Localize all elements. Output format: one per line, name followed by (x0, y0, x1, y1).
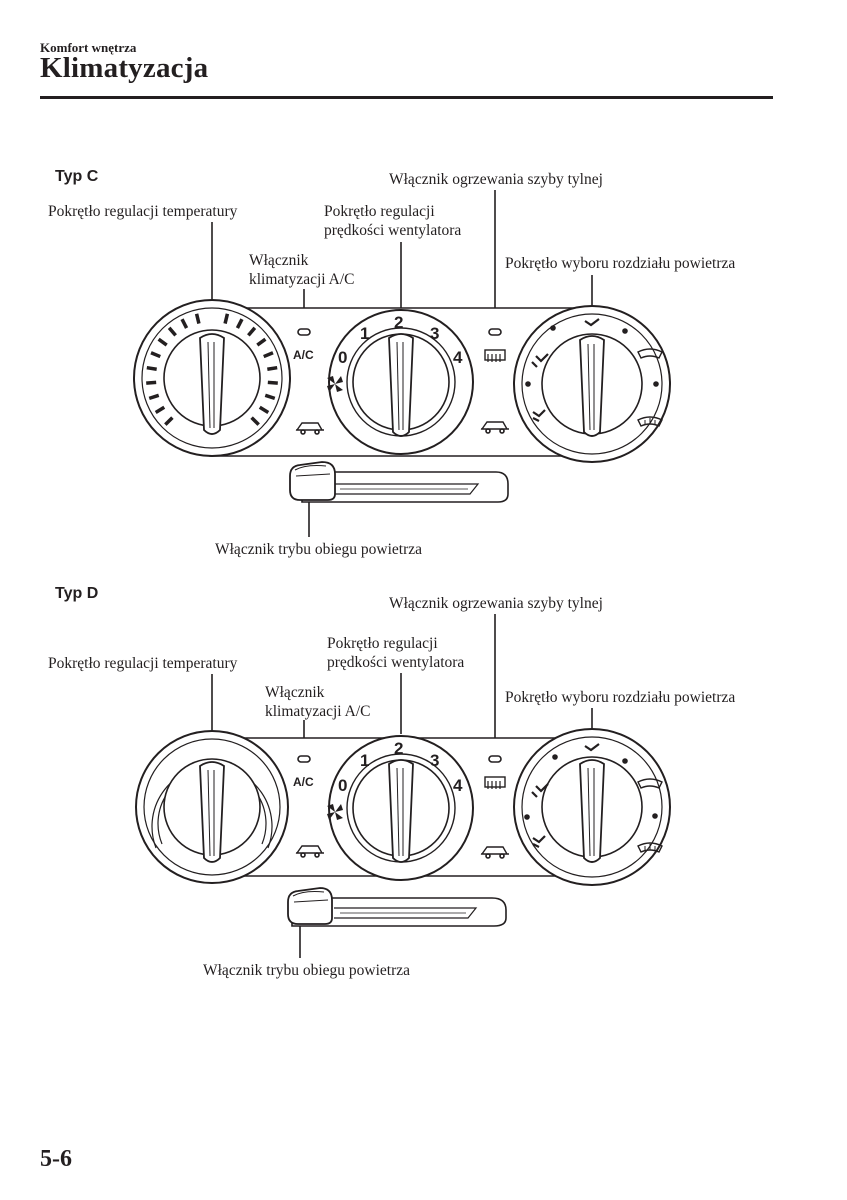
climate-panel-type-d: A/C 0 1 2 3 4 (135, 614, 671, 958)
temp-tick-mark (154, 405, 166, 414)
temp-tick-mark (247, 326, 257, 337)
temp-knob-callout: Pokrętło regulacji temperatury (48, 655, 238, 672)
fan-speed-3: 3 (430, 324, 439, 343)
temp-tick-mark (250, 416, 260, 426)
fan-speed-0: 0 (338, 348, 347, 367)
ac-switch-callout-line2: klimatyzacji A/C (265, 703, 371, 720)
fan-knob-callout-line2: prędkości wentylatora (324, 222, 462, 239)
temp-tick-mark (264, 393, 276, 401)
temp-tick-mark (258, 405, 270, 414)
fan-knob-callout-line1: Pokrętło regulacji (324, 203, 435, 220)
temp-tick-mark (223, 313, 230, 324)
title-rule (40, 96, 773, 99)
temp-tick-mark (167, 326, 177, 337)
ac-switch-callout-line1: Włącznik (265, 684, 325, 701)
temp-tick-mark (263, 351, 274, 359)
fan-speed-4: 4 (453, 348, 463, 367)
climate-panel-type-c: A/C 0 1 2 3 4 (133, 190, 671, 537)
ac-switch-callout-line2: klimatyzacji A/C (249, 271, 355, 288)
fan-knob-callout-line1: Pokrętło regulacji (327, 635, 438, 652)
fan-knob-callout-line2: prędkości wentylatora (327, 654, 465, 671)
page-title: Klimatyzacja (40, 52, 209, 84)
fan-speed-0: 0 (338, 776, 347, 795)
fan-knob-callout: Pokrętło regulacji prędkości wentylatora (327, 634, 464, 672)
fan-speed-2: 2 (394, 739, 403, 758)
temp-tick-mark (157, 337, 168, 347)
temp-tick-mark (180, 318, 189, 329)
fan-speed-1: 1 (360, 324, 369, 343)
temp-tick-mark (148, 393, 160, 401)
page-number: 5-6 (40, 1146, 72, 1172)
fan-speed-3: 3 (430, 751, 439, 770)
temp-tick-mark (235, 318, 244, 329)
type-c-label: Typ C (55, 168, 99, 185)
fan-speed-1: 1 (360, 751, 369, 770)
temp-knob-callout: Pokrętło regulacji temperatury (48, 203, 238, 220)
temp-tick-mark (256, 337, 267, 347)
temp-tick-mark (194, 313, 201, 324)
ac-switch-callout: Włącznik klimatyzacji A/C (249, 251, 354, 289)
temp-tick-mark (164, 416, 174, 426)
fan-speed-4: 4 (453, 776, 463, 795)
mode-knob-callout: Pokrętło wyboru rozdziału powietrza (505, 689, 736, 706)
ac-switch-callout: Włącznik klimatyzacji A/C (265, 683, 370, 721)
fan-knob-callout: Pokrętło regulacji prędkości wentylatora (324, 202, 461, 240)
temp-tick-mark (267, 380, 278, 385)
mode-knob-callout: Pokrętło wyboru rozdziału powietrza (505, 255, 736, 272)
temp-tick-mark (150, 351, 161, 359)
rear-defrost-callout: Włącznik ogrzewania szyby tylnej (389, 171, 603, 188)
temp-tick-mark (146, 380, 157, 385)
fan-speed-2: 2 (394, 313, 403, 332)
rear-defrost-callout: Włącznik ogrzewania szyby tylnej (389, 595, 603, 612)
temp-tick-mark (146, 365, 157, 371)
temp-tick-mark (267, 365, 278, 371)
section-header: Komfort wnętrza (40, 40, 137, 55)
recirc-lever-callout: Włącznik trybu obiegu powietrza (203, 962, 411, 979)
type-d-label: Typ D (55, 585, 99, 602)
recirc-lever-callout: Włącznik trybu obiegu powietrza (215, 541, 423, 558)
ac-indicator-label: A/C (293, 348, 314, 362)
ac-switch-callout-line1: Włącznik (249, 252, 309, 269)
ac-indicator-label: A/C (293, 775, 314, 789)
